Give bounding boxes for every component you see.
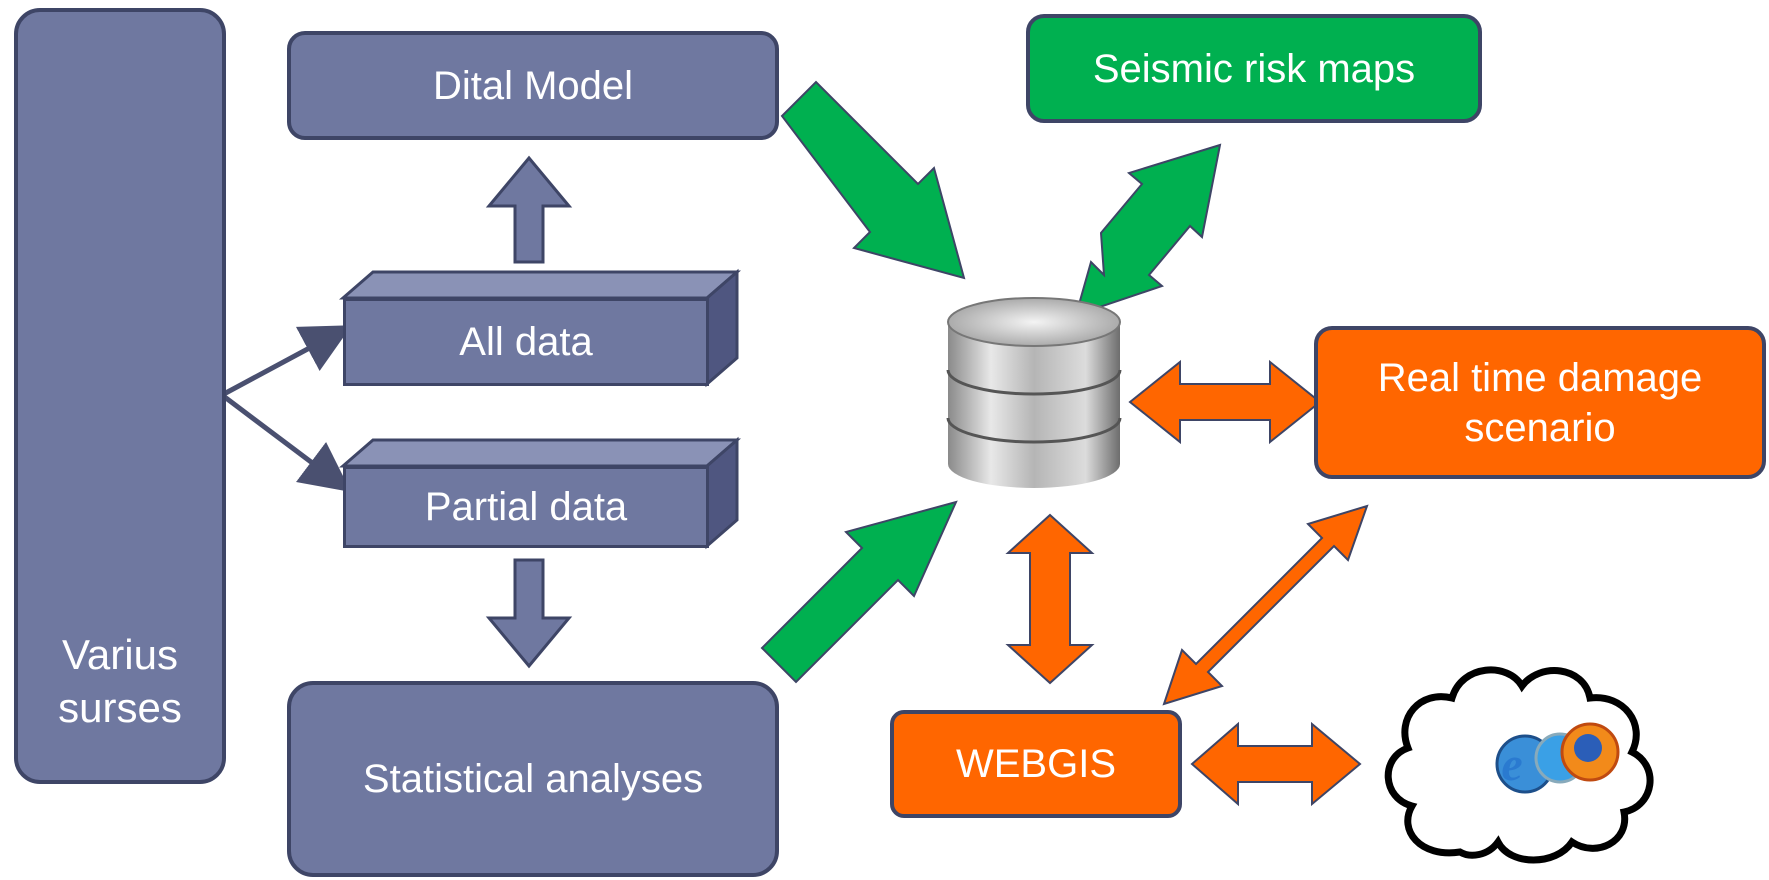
orange-double-arrow-db-webgis [1005,513,1095,685]
webgis-label: WEBGIS [955,742,1117,786]
central-database-icon [946,297,1122,488]
partial-data-box: Partial data [343,466,709,548]
up-arrow-to-dital-model [485,155,573,264]
statistical-analyses-label: Statistical analyses [362,757,704,801]
webgis-box: WEBGIS [890,710,1182,818]
green-double-arrow-db-seismic [1074,143,1222,317]
orange-double-arrow-realtime-webgis [1162,504,1369,706]
all-data-prism-top [338,270,742,300]
real-time-damage-scenario-box: Real time damage scenario [1314,326,1766,479]
orange-double-arrow-db-realtime [1128,359,1322,445]
down-arrow-to-statistical-analyses [485,558,573,669]
orange-double-arrow-webgis-cloud [1190,721,1362,807]
all-data-label: All data [459,320,593,364]
all-data-box: All data [343,298,709,386]
seismic-risk-maps-box: Seismic risk maps [1026,14,1482,123]
real-time-damage-scenario-label: Real time damage scenario [1377,355,1703,450]
various-sources-label: Varius surses [58,631,182,731]
dital-model-box: Dital Model [287,31,779,140]
dital-model-label: Dital Model [432,63,634,108]
source-to-partial-data-arrow [220,393,351,493]
seismic-risk-maps-label: Seismic risk maps [1092,46,1416,91]
statistical-analyses-box: Statistical analyses [287,681,779,877]
various-sources-panel: Varius surses [14,8,226,784]
source-to-all-data-arrow [220,325,352,398]
web-browsers-cloud-icon: e [1384,666,1654,864]
ie-e-glyph: e [1501,738,1522,791]
partial-data-prism-top [338,438,742,468]
partial-data-label: Partial data [424,485,628,529]
green-arrow-dital-to-db [780,80,966,280]
green-arrow-stats-to-db [760,500,958,684]
